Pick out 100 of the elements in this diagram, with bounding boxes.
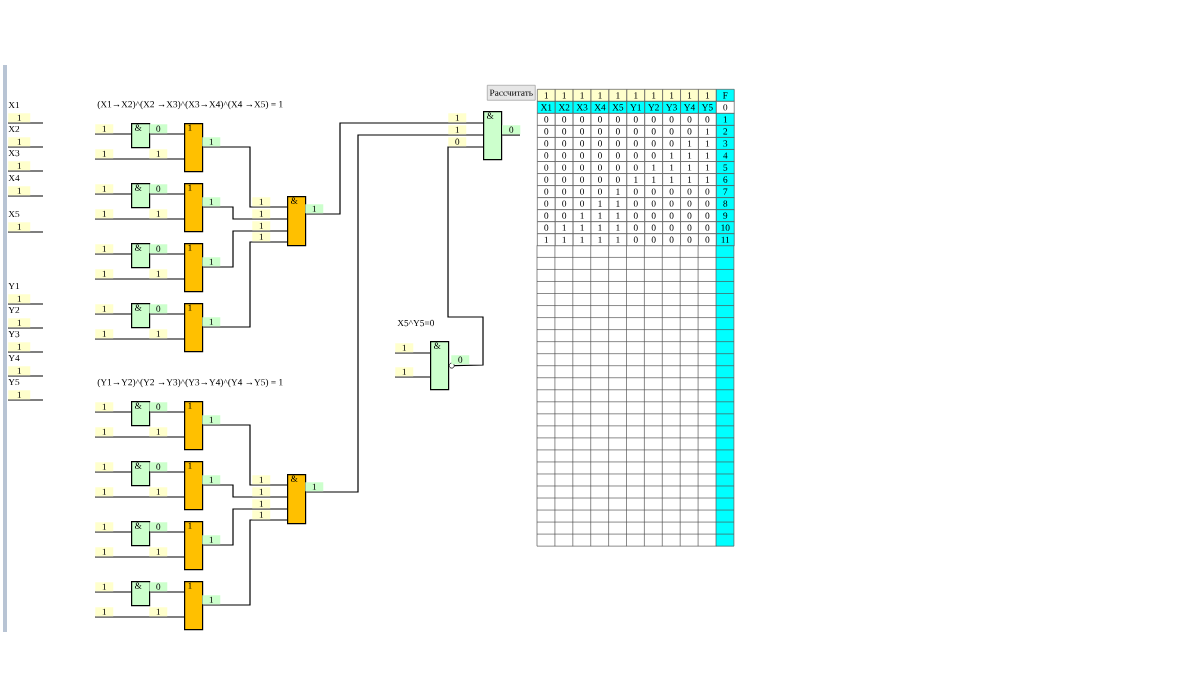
edge-label: 0 — [451, 355, 470, 365]
value-label: 1 — [8, 137, 31, 147]
wire — [94, 253, 132, 255]
table-cell: 1 — [680, 89, 699, 102]
table-cell: 1 — [662, 89, 681, 102]
edge-label: 0 — [149, 124, 168, 134]
table-cell: 1 — [626, 173, 646, 186]
table-cell: 0 — [537, 149, 556, 162]
or-gate: 1 — [184, 243, 204, 293]
wire — [305, 134, 484, 493]
table-cell: 1 — [698, 161, 717, 174]
edge-label: 0 — [149, 462, 168, 472]
table-cell: 0 — [572, 197, 592, 210]
table-cell: Y5 — [698, 101, 717, 114]
edge-label: 1 — [95, 607, 114, 617]
wire — [94, 338, 185, 340]
table-cell: 9 — [716, 209, 735, 222]
table-cell: 0 — [537, 161, 556, 174]
edge-label: 1 — [202, 137, 221, 147]
value-label: 1 — [8, 222, 31, 232]
table-cell: 0 — [590, 113, 610, 126]
edge-label: 1 — [95, 402, 114, 412]
wire — [94, 278, 185, 280]
value-label: 1 — [8, 186, 31, 196]
table-cell: 0 — [608, 173, 628, 186]
table-cell: 1 — [662, 173, 681, 186]
table-cell: 0 — [608, 161, 628, 174]
table-cell: 0 — [537, 173, 556, 186]
table-cell: 0 — [572, 149, 592, 162]
wire — [202, 206, 288, 220]
wire — [202, 230, 288, 268]
table-cell: Y4 — [680, 101, 699, 114]
table-cell: 0 — [554, 113, 574, 126]
wire — [94, 218, 185, 220]
wire — [149, 531, 185, 533]
table-cell: X5 — [608, 101, 628, 114]
table-cell: 0 — [608, 137, 628, 150]
table-cell: 0 — [572, 125, 592, 138]
table-cell: 0 — [608, 113, 628, 126]
edge-label: 1 — [202, 535, 221, 545]
table-cell: 0 — [644, 197, 663, 210]
variable-name: X4 — [8, 174, 20, 182]
wire — [94, 133, 132, 135]
table-cell: 1 — [644, 89, 663, 102]
wire — [202, 508, 288, 546]
table-cell: 0 — [680, 221, 699, 235]
value-label: 1 — [252, 510, 271, 520]
value-label: 1 — [252, 499, 271, 509]
wire — [149, 313, 185, 315]
table-cell: 0 — [572, 173, 592, 186]
table-cell: 0 — [554, 197, 574, 210]
table-cell: 0 — [662, 113, 681, 126]
table-cell: 0 — [554, 125, 574, 138]
table-cell: 1 — [554, 221, 574, 235]
table-cell: 1 — [590, 233, 610, 247]
table-cell: Y1 — [626, 101, 646, 114]
wire — [149, 471, 185, 473]
table-cell: 0 — [537, 209, 556, 222]
edge-label: 1 — [202, 415, 221, 425]
edge-label: 0 — [149, 522, 168, 532]
table-cell: 1 — [537, 89, 556, 102]
wire — [94, 471, 132, 473]
value-label: 0 — [448, 137, 467, 147]
edge-label: 1 — [202, 475, 221, 485]
table-cell: 0 — [644, 125, 663, 138]
table-cell: 0 — [626, 149, 646, 162]
wire — [305, 122, 484, 215]
value-label: 1 — [252, 209, 271, 219]
table-cell: 0 — [680, 185, 699, 198]
table-cell: 1 — [716, 113, 735, 126]
edge-label: 0 — [149, 582, 168, 592]
value-label: 1 — [149, 547, 168, 557]
table-cell: 10 — [716, 221, 735, 235]
table-cell: 0 — [716, 101, 735, 114]
table-cell: 0 — [572, 113, 592, 126]
table-cell: 5 — [716, 161, 735, 174]
table-cell: 0 — [537, 137, 556, 150]
table-cell: 1 — [590, 221, 610, 235]
table-cell: 0 — [626, 137, 646, 150]
variable-name: Y3 — [8, 330, 20, 338]
table-cell: 0 — [554, 161, 574, 174]
table-cell: 1 — [698, 137, 717, 150]
wire — [202, 484, 288, 498]
or-gate: 1 — [184, 183, 204, 233]
variable-name: Y2 — [8, 306, 20, 314]
or-gate: 1 — [184, 401, 204, 451]
or-gate: 1 — [184, 461, 204, 511]
edge-label: 0 — [149, 402, 168, 412]
table-cell: 0 — [698, 233, 717, 247]
wire — [94, 591, 132, 593]
table-cell: 0 — [572, 137, 592, 150]
edge-label: 0 — [149, 244, 168, 254]
and-gate: & — [287, 474, 307, 525]
value-label: 1 — [252, 197, 271, 207]
table-cell: 1 — [608, 197, 628, 210]
table-cell: 1 — [626, 89, 646, 102]
table-cell: 0 — [644, 233, 663, 247]
table-cell: 0 — [537, 113, 556, 126]
edge-label: 1 — [395, 367, 414, 377]
table-cell: 1 — [608, 89, 628, 102]
